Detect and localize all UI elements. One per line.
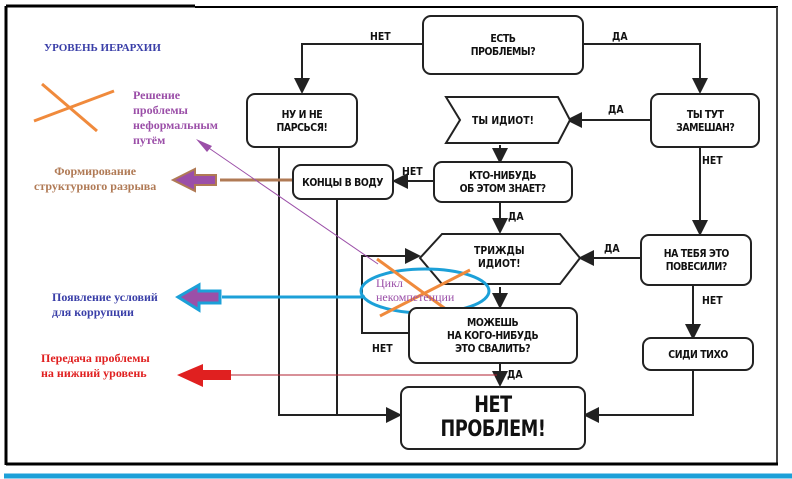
edge-label-yes: ДА: [612, 30, 628, 43]
legend-pass-down: Передача проблемы на нижний уровень: [41, 351, 150, 380]
node-no-problem-label: НЕТ ПРОБЛЕМ!: [440, 393, 546, 442]
edge-label-no: НЕТ: [372, 342, 393, 355]
brown-arrow: [170, 167, 293, 193]
node-anyone-knows: КТО-НИБУДЬ ОБ ЭТОМ ЗНАЕТ?: [433, 161, 573, 203]
node-sit-quiet-label: СИДИ ТИХО: [668, 347, 728, 361]
legend-title: УРОВЕНЬ ИЕРАРХИИ: [44, 42, 161, 54]
node-dont-worry: НУ И НЕ ПАРСЬСЯ!: [246, 93, 358, 148]
node-blamed-label: НА ТЕБЯ ЭТО ПОВЕСИЛИ?: [663, 247, 729, 273]
node-problems-label: ЕСТЬ ПРОБЛЕМЫ?: [470, 32, 536, 58]
node-blame-someone: МОЖЕШЬ НА КОГО-НИБУДЬ ЭТО СВАЛИТЬ?: [408, 307, 578, 364]
node-involved: ТЫ ТУТ ЗАМЕШАН?: [650, 93, 760, 148]
node-anyone-knows-label: КТО-НИБУДЬ ОБ ЭТОМ ЗНАЕТ?: [459, 169, 547, 195]
edge-label-yes: ДА: [604, 242, 620, 255]
idiot-hexagon: [444, 96, 572, 144]
connectors: [278, 43, 708, 423]
edge-label-no: НЕТ: [702, 294, 723, 307]
node-triple-idiot-label: ТРИЖДЫ ИДИОТ!: [474, 244, 525, 270]
edge-label-no: НЕТ: [402, 165, 423, 178]
cycle-label: Цикл некомпетенции: [376, 276, 455, 304]
cyan-arrow: [175, 282, 365, 313]
node-cover-up-label: КОНЦЫ В ВОДУ: [302, 175, 384, 189]
legend-corruption-conditions: Появление условий для коррупции: [52, 290, 158, 319]
node-problems: ЕСТЬ ПРОБЛЕМЫ?: [422, 15, 584, 75]
node-involved-label: ТЫ ТУТ ЗАМЕШАН?: [675, 107, 735, 134]
node-no-problem: НЕТ ПРОБЛЕМ!: [400, 386, 586, 450]
node-sit-quiet: СИДИ ТИХО: [642, 337, 754, 371]
legend-cross-icon: [33, 82, 115, 133]
node-idiot-label: ТЫ ИДИОТ!: [472, 114, 534, 127]
edge-label-yes: ДА: [608, 103, 624, 116]
purple-arrow: [196, 139, 379, 265]
node-dont-worry-label: НУ И НЕ ПАРСЬСЯ!: [276, 107, 328, 134]
red-arrow: [177, 364, 497, 387]
legend-structural-gap: Формирование структурного разрыва: [34, 164, 157, 193]
edge-label-yes: ДА: [507, 368, 523, 381]
legend-informal-solution: Решение проблемы неформальным путём: [133, 88, 218, 147]
edge-label-no: НЕТ: [702, 154, 723, 167]
edge-label-yes: ДА: [508, 210, 524, 223]
node-cover-up: КОНЦЫ В ВОДУ: [292, 164, 394, 200]
node-blamed: НА ТЕБЯ ЭТО ПОВЕСИЛИ?: [640, 234, 752, 286]
node-blame-someone-label: МОЖЕШЬ НА КОГО-НИБУДЬ ЭТО СВАЛИТЬ?: [447, 316, 539, 355]
edge-label-no: НЕТ: [370, 30, 391, 43]
frame: [4, 4, 792, 479]
